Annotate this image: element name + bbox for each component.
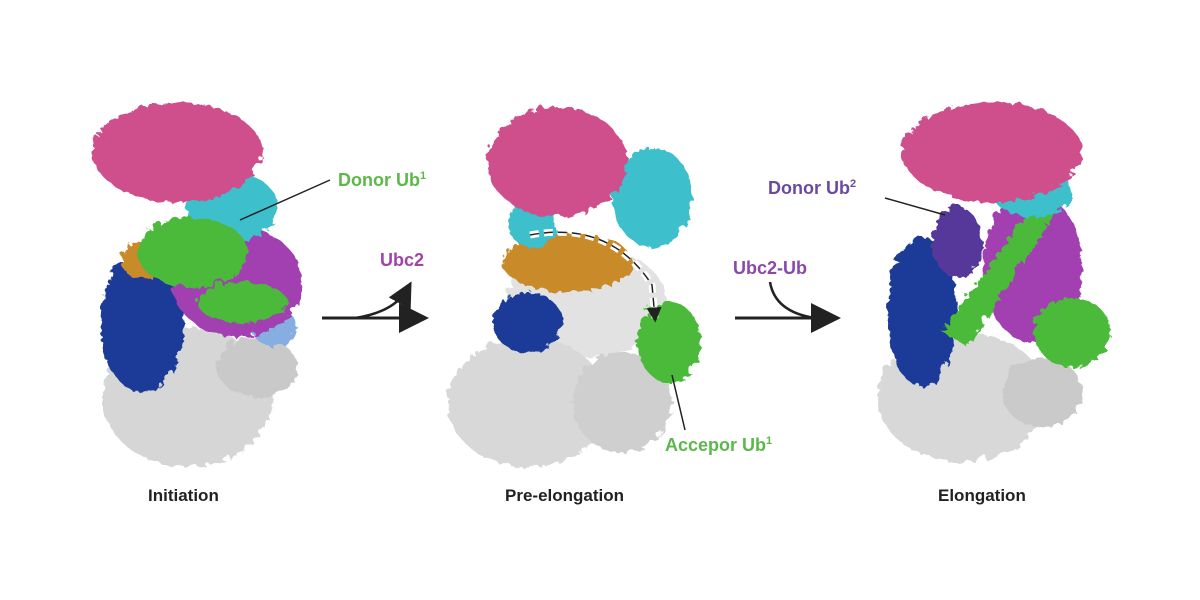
stage-label-pre-elongation: Pre-elongation	[505, 486, 625, 505]
acceptor-ub1-label: Accepor Ub1	[665, 435, 773, 455]
acceptor-ub1-leader	[671, 374, 686, 431]
donor-ub1-leader	[239, 179, 331, 221]
ubc2-ub-label: Ubc2-Ub	[733, 258, 808, 278]
pre-elongation-structure	[445, 105, 699, 465]
elongation-structure	[875, 100, 1108, 460]
donor-ub1-label: Donor Ub1	[338, 170, 427, 190]
donor-ub2-leader	[884, 197, 946, 216]
stage-label-initiation: Initiation	[148, 486, 219, 505]
donor-ub2-label: Donor Ub2	[768, 178, 857, 198]
arrow-initiation-to-pre-elongation	[322, 281, 429, 333]
stage-label-elongation: Elongation	[938, 486, 1026, 505]
arrow-pre-elongation-to-elongation	[735, 281, 841, 333]
initiation-structure	[90, 100, 300, 465]
ubc2-label: Ubc2	[380, 250, 425, 270]
